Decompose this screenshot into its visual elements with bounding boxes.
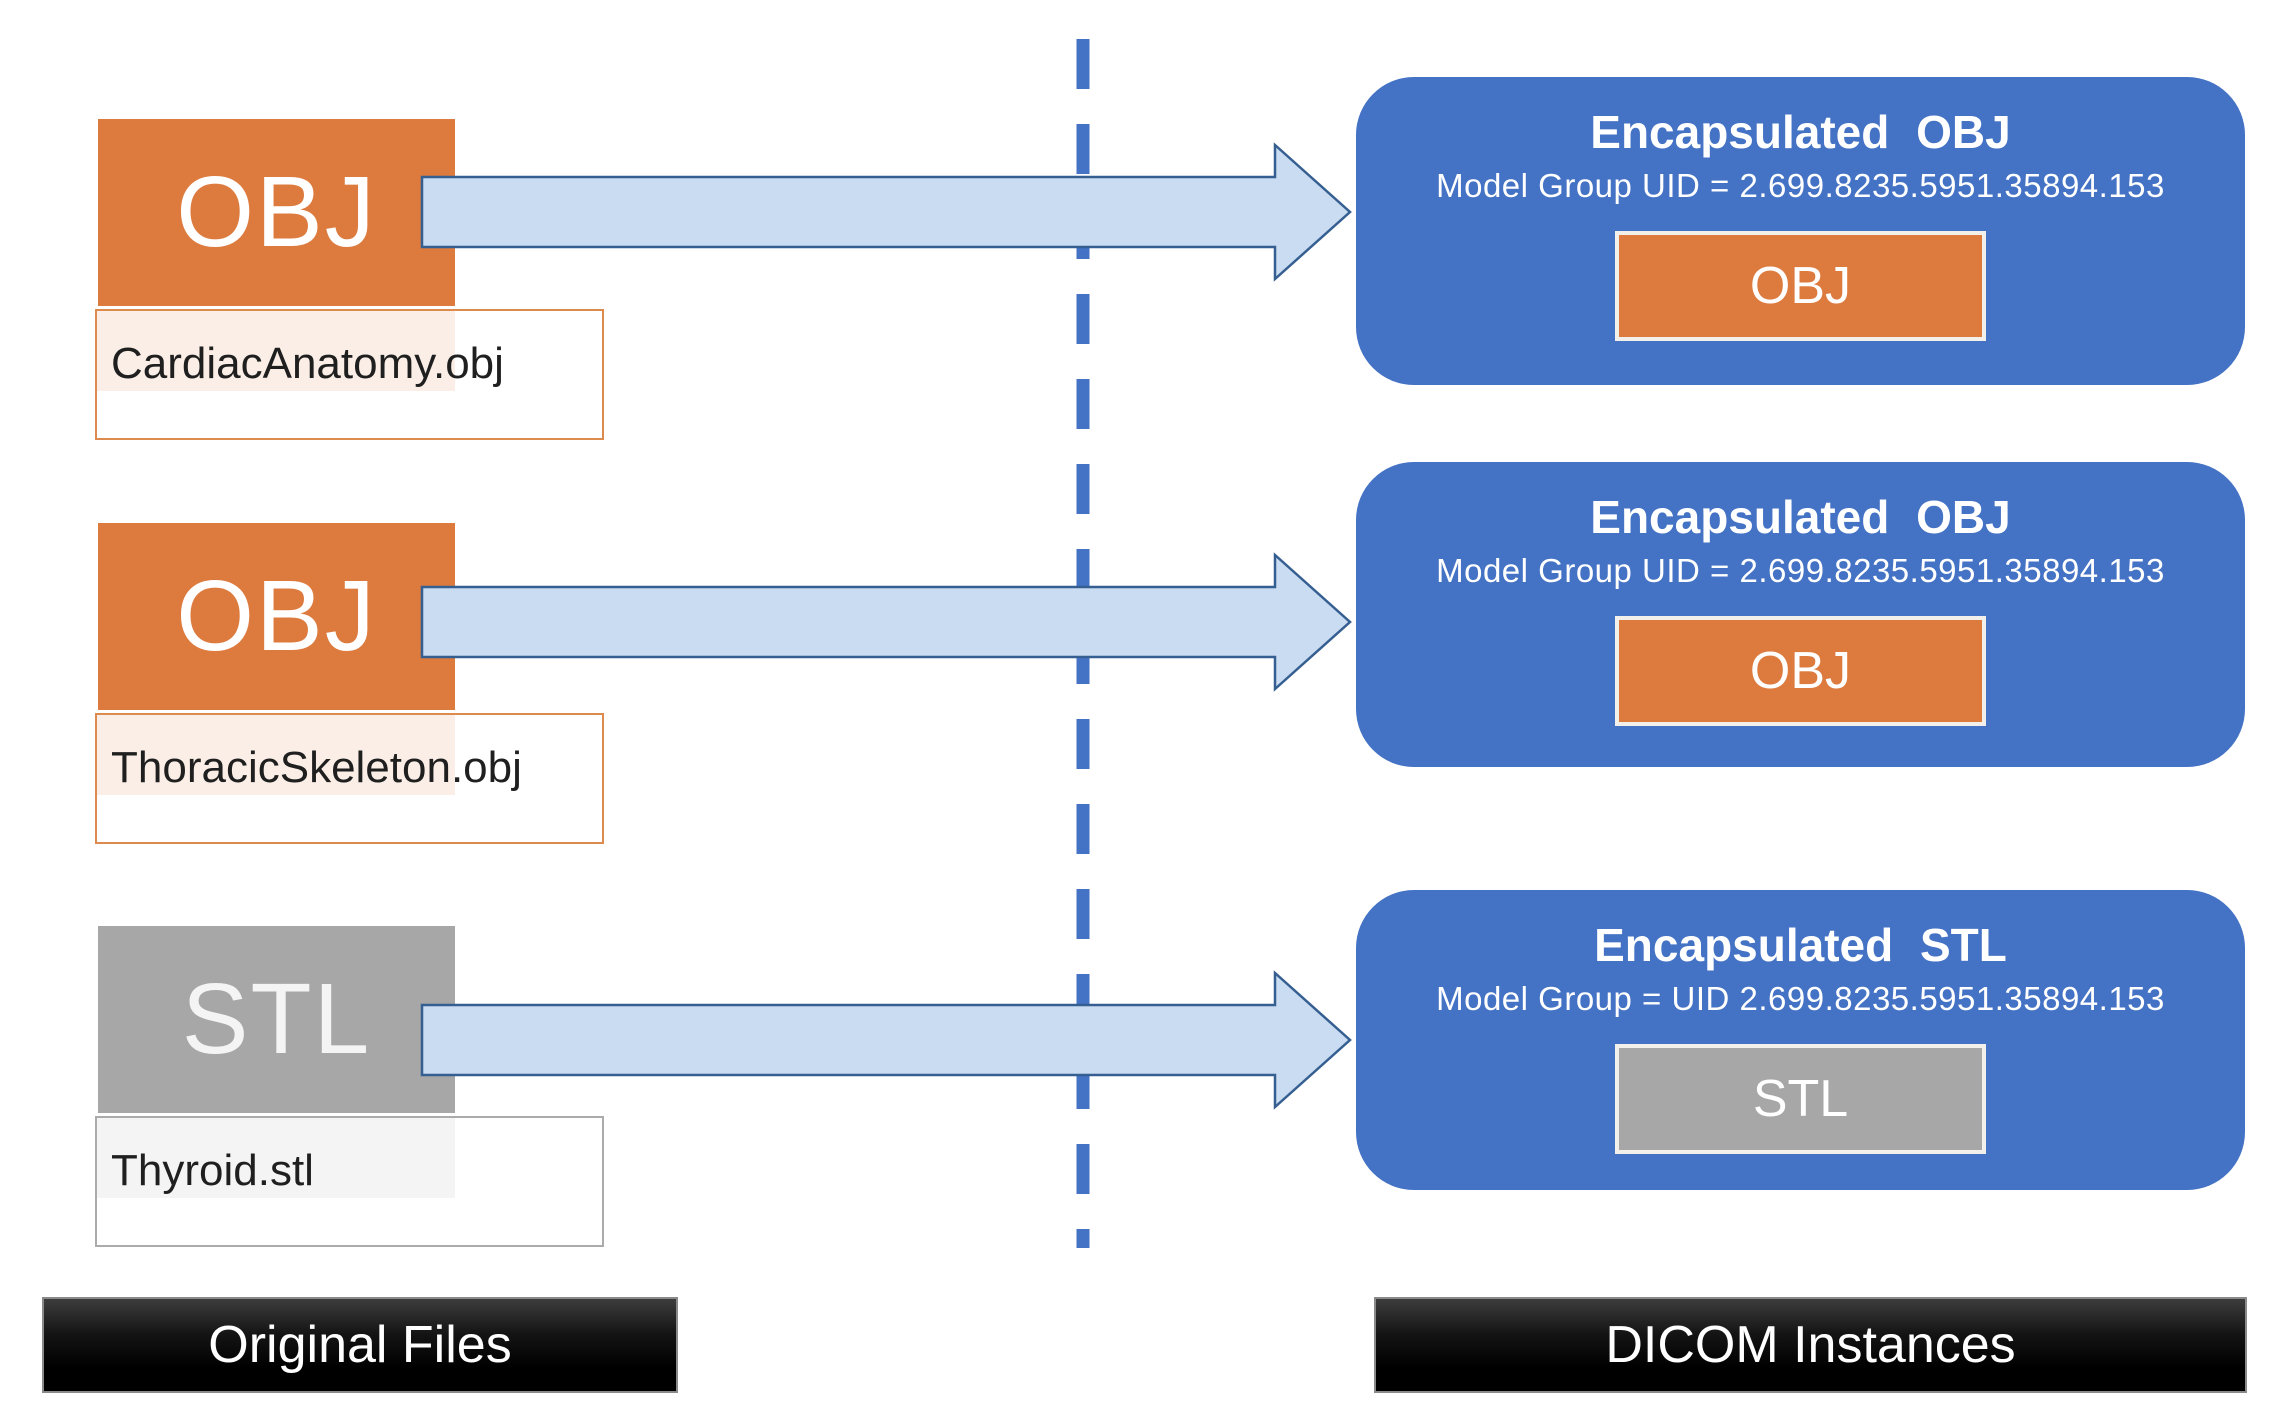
dicom-instance-encapsulated-obj-1: Encapsulated OBJ Model Group UID = 2.699… [1356,77,2245,385]
obj-chip: OBJ [1615,616,1986,726]
instance-title: Encapsulated STL [1594,919,2007,971]
arrow-right-icon [420,552,1352,692]
filename-box: CardiacAnatomy.obj [95,309,604,440]
instance-uid: Model Group UID = 2.699.8235.5951.35894.… [1436,552,2165,589]
dicom-instances-banner: DICOM Instances [1374,1297,2247,1393]
arrow-right-icon [420,142,1352,282]
stl-file-icon: STL [98,926,455,1113]
source-file-thoracicskeleton: OBJ ThoracicSkeleton.obj [95,523,604,844]
filename-text: Thyroid.stl [111,1146,314,1195]
banner-label: Original Files [208,1316,512,1374]
instance-title: Encapsulated OBJ [1590,106,2011,158]
chip-label: OBJ [1749,642,1852,700]
filename-text: CardiacAnatomy.obj [111,339,504,388]
filename-text: ThoracicSkeleton.obj [111,743,522,792]
file-type-label: OBJ [176,156,377,268]
instance-uid: Model Group UID = 2.699.8235.5951.35894.… [1436,167,2165,204]
banner-label: DICOM Instances [1605,1316,2016,1374]
dicom-instance-encapsulated-stl: Encapsulated STL Model Group = UID 2.699… [1356,890,2245,1190]
filename-box: ThoracicSkeleton.obj [95,713,604,844]
obj-file-icon: OBJ [98,523,455,710]
file-type-label: OBJ [176,560,377,672]
instance-uid: Model Group = UID 2.699.8235.5951.35894.… [1436,980,2165,1017]
obj-file-icon: OBJ [98,119,455,306]
file-type-label: STL [181,963,372,1075]
source-file-cardiacanatomy: OBJ CardiacAnatomy.obj [95,119,604,440]
filename-box: Thyroid.stl [95,1116,604,1247]
filename-box-tint [97,1118,455,1198]
obj-chip: OBJ [1615,231,1986,341]
filename-box-tint [97,715,455,795]
stl-chip: STL [1615,1044,1986,1154]
arrow-right-icon [420,970,1352,1110]
instance-title: Encapsulated OBJ [1590,491,2011,543]
filename-box-tint [97,311,455,391]
original-files-banner: Original Files [42,1297,678,1393]
dicom-instance-encapsulated-obj-2: Encapsulated OBJ Model Group UID = 2.699… [1356,462,2245,767]
chip-label: OBJ [1749,257,1852,315]
source-file-thyroid: STL Thyroid.stl [95,926,604,1247]
chip-label: STL [1752,1070,1849,1128]
